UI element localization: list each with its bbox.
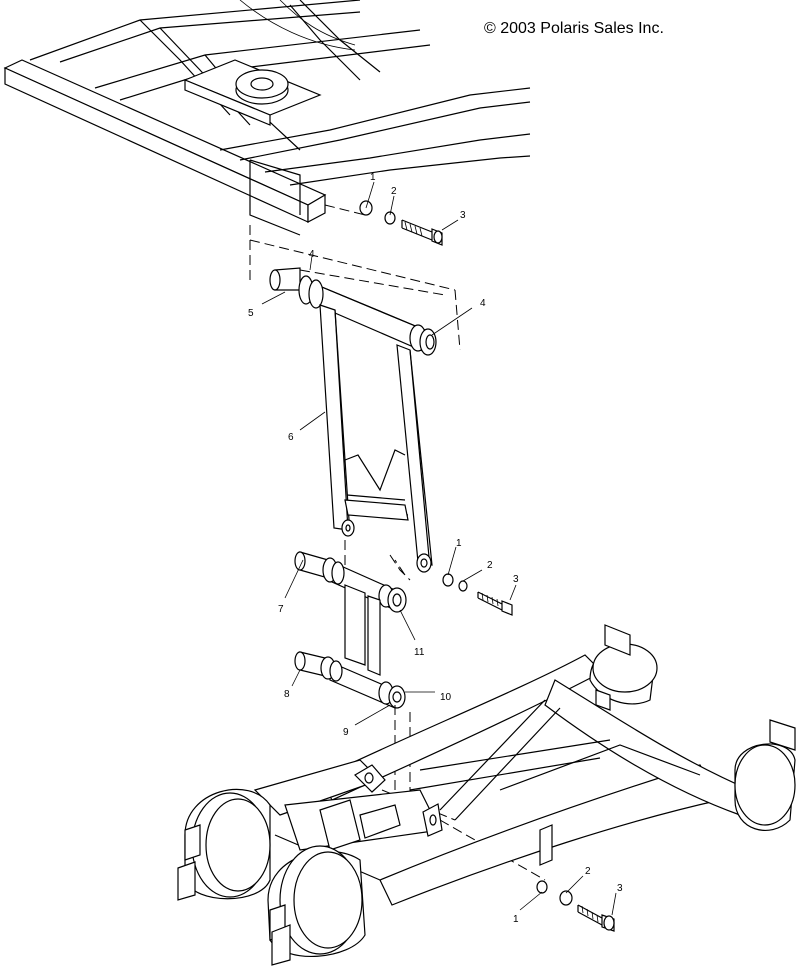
callout-arm-bushing-top: 4	[309, 249, 315, 260]
chassis-frame	[3, 0, 531, 236]
callout-bushing-10: 10	[440, 692, 452, 703]
callout-top-bolt: 3	[460, 210, 466, 221]
callout-bottom-lockwasher: 2	[585, 866, 591, 877]
assembly-line-top	[249, 204, 461, 351]
callout-bottom-washer: 1	[513, 914, 519, 925]
callout-mid-washer: 1	[456, 538, 462, 549]
callout-top-washer: 1	[370, 172, 376, 183]
rear-swing-arm	[177, 624, 796, 966]
callout-shaft-7: 7	[278, 604, 284, 615]
middle-fastener-set	[442, 546, 517, 616]
callout-spacer-9: 9	[343, 727, 349, 738]
callout-top-lockwasher: 2	[391, 186, 397, 197]
callout-arm-shaft-left: 5	[248, 308, 254, 319]
callout-mid-bolt: 3	[513, 574, 519, 585]
callout-mid-lockwasher: 2	[487, 560, 493, 571]
callout-shaft-8: 8	[284, 689, 290, 700]
callout-arm-bushing-right: 4	[480, 298, 486, 309]
callout-arm-body: 6	[288, 432, 294, 443]
callout-bushing-11: 11	[414, 647, 425, 658]
lower-link	[294, 551, 407, 709]
top-fastener-set	[359, 181, 459, 246]
copyright-text: © 2003 Polaris Sales Inc.	[484, 20, 664, 37]
bottom-fastener-set	[519, 875, 617, 932]
top-lockwasher	[384, 211, 396, 225]
top-bolt	[401, 219, 433, 241]
callout-bottom-bolt: 3	[617, 883, 623, 894]
upper-torque-arm	[269, 267, 437, 615]
